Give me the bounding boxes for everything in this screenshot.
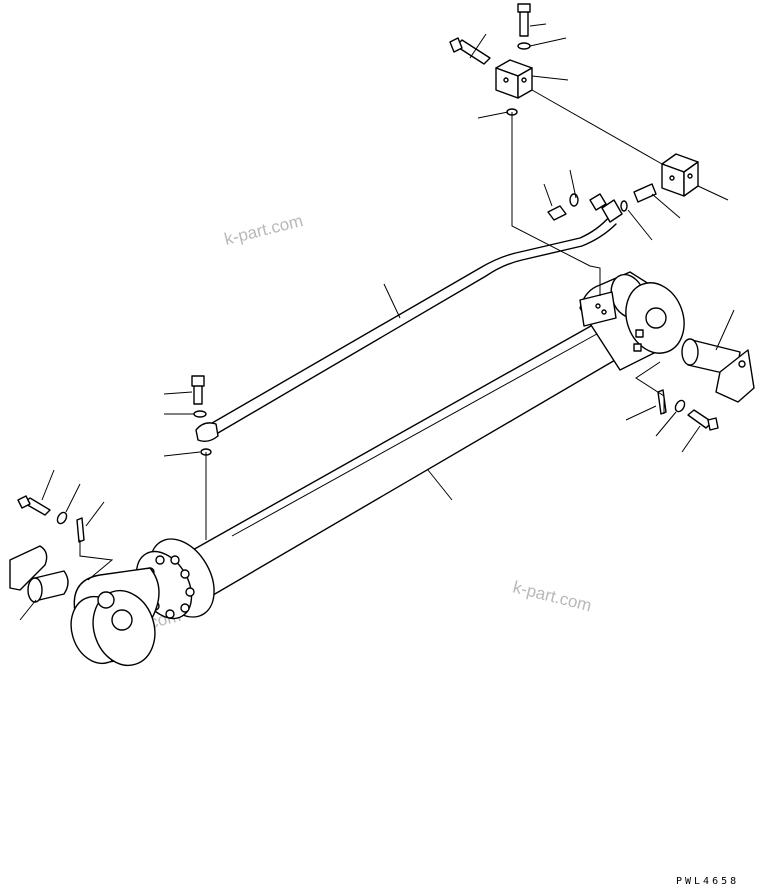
drawing-code: PWL4658	[676, 876, 739, 885]
left-bolt-set	[17, 495, 85, 543]
valve-block-right	[661, 153, 699, 197]
right-pin	[681, 338, 755, 403]
head-end-clevis	[579, 271, 685, 371]
tube-flange-bolt	[191, 375, 212, 456]
valve-bolts	[449, 3, 531, 116]
left-pin	[9, 545, 69, 603]
watermark-2: k-part.com	[511, 577, 594, 615]
watermark-1: k-part.com	[222, 211, 305, 249]
cylinder-tube	[174, 321, 623, 599]
right-bolt-set	[657, 389, 719, 431]
hydraulic-tube	[195, 199, 623, 443]
tube-fittings	[547, 183, 657, 221]
valve-block-top	[495, 59, 533, 99]
leader-lines	[19, 23, 735, 621]
rod-end-clevis	[70, 567, 160, 667]
